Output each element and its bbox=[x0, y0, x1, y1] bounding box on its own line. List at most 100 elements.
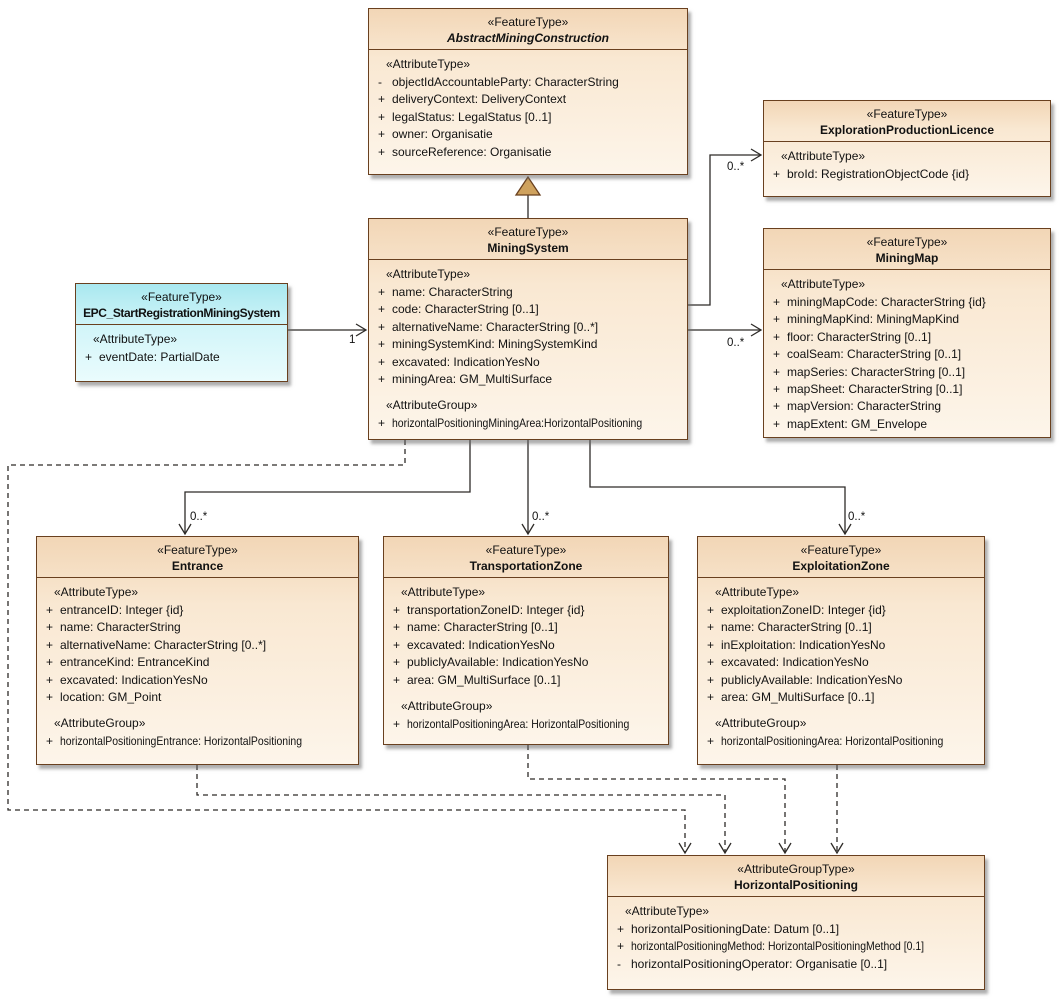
attribute-row: +horizontalPositioningArea: HorizontalPo… bbox=[700, 733, 982, 750]
attribute-row: -objectIdAccountableParty: CharacterStri… bbox=[371, 74, 685, 91]
multiplicity-entrance: 0..* bbox=[190, 511, 208, 523]
attribute-text: horizontalPositioningDate: Datum [0..1] bbox=[631, 922, 840, 936]
class-name: HorizontalPositioning bbox=[734, 878, 858, 892]
attribute-row: +publiclyAvailable: IndicationYesNo bbox=[386, 654, 666, 671]
attribute-visibility: + bbox=[378, 109, 386, 124]
attribute-text: alternativeName: CharacterString [0..*] bbox=[60, 637, 267, 652]
class-stereotype: «FeatureType» bbox=[487, 15, 569, 29]
class-attributes: «AttributeType» +name: CharacterString +… bbox=[369, 260, 687, 435]
class-stereotype: «FeatureType» bbox=[866, 235, 948, 249]
attribute-section-header: «AttributeType» bbox=[781, 149, 866, 163]
attribute-visibility: + bbox=[393, 672, 401, 687]
attribute-text: area: GM_MultiSurface [0..1] bbox=[407, 672, 561, 687]
attribute-text: horizontalPositioningArea: HorizontalPos… bbox=[407, 717, 630, 732]
attribute-visibility: + bbox=[46, 637, 54, 652]
attribute-visibility: + bbox=[393, 637, 401, 652]
class-entrance[interactable]: «FeatureType» Entrance «AttributeType» +… bbox=[36, 536, 359, 765]
attribute-row: +mapVersion: CharacterString bbox=[766, 398, 1048, 415]
attribute-row: +mapSeries: CharacterString [0..1] bbox=[766, 364, 1048, 381]
attribute-row: +floor: CharacterString [0..1] bbox=[766, 329, 1048, 346]
association-entrance-line bbox=[184, 440, 471, 534]
class-attributes: «AttributeType» +broId: RegistrationObje… bbox=[764, 142, 1050, 185]
attribute-visibility: + bbox=[773, 382, 781, 397]
attribute-row: +miningArea: GM_MultiSurface bbox=[371, 371, 685, 388]
attribute-visibility: - bbox=[617, 956, 621, 971]
attribute-text: mapExtent: GM_Envelope bbox=[787, 416, 928, 431]
class-attributes: «AttributeType» +eventDate: PartialDate bbox=[76, 325, 287, 368]
attribute-row: +miningMapCode: CharacterString {id} bbox=[766, 294, 1048, 311]
class-header: «FeatureType» MiningMap bbox=[764, 229, 1050, 270]
attribute-visibility: + bbox=[773, 347, 781, 362]
class-epc-start-registration-mining-system[interactable]: «FeatureType» EPC_StartRegistrationMinin… bbox=[75, 283, 288, 382]
generalization-arrowhead bbox=[514, 175, 542, 196]
class-header: «FeatureType» TransportationZone bbox=[384, 537, 668, 578]
attribute-text: excavated: IndicationYesNo bbox=[60, 672, 208, 687]
attribute-row: +name: CharacterString [0..1] bbox=[700, 619, 982, 636]
attribute-visibility: + bbox=[46, 655, 54, 670]
attribute-row: +excavated: IndicationYesNo bbox=[39, 672, 356, 689]
attribute-text: owner: Organisatie bbox=[392, 127, 493, 142]
attribute-row: +excavated: IndicationYesNo bbox=[386, 637, 666, 654]
attribute-visibility: + bbox=[617, 939, 625, 954]
attribute-text: entranceKind: EntranceKind bbox=[60, 655, 210, 670]
class-header: «FeatureType» Entrance bbox=[37, 537, 358, 578]
attribute-text: transportationZoneID: Integer {id} bbox=[407, 603, 585, 617]
attribute-visibility: + bbox=[773, 312, 781, 327]
class-horizontal-positioning[interactable]: «AttributeGroupType» HorizontalPositioni… bbox=[607, 855, 985, 990]
class-mining-map[interactable]: «FeatureType» MiningMap «AttributeType» … bbox=[763, 228, 1051, 438]
class-header: «FeatureType» MiningSystem bbox=[369, 219, 687, 260]
attribute-row: +inExploitation: IndicationYesNo bbox=[700, 637, 982, 654]
multiplicity-licence: 0..* bbox=[727, 161, 745, 173]
attribute-row: + area: GM_MultiSurface [0..1] bbox=[386, 672, 666, 689]
attribute-visibility: + bbox=[773, 416, 781, 431]
class-attributes: «AttributeType» + horizontalPositioningDa… bbox=[608, 897, 984, 975]
attribute-text: mapSheet: CharacterString [0..1] bbox=[787, 382, 963, 397]
attribute-visibility: + bbox=[707, 637, 715, 652]
attribute-section-header: «AttributeType» bbox=[625, 904, 710, 918]
class-header: «FeatureType» ExplorationProductionLicen… bbox=[764, 101, 1050, 142]
class-attributes: «AttributeType» +transportationZoneID: I… bbox=[384, 578, 668, 735]
class-transportation-zone[interactable]: «FeatureType» TransportationZone «Attrib… bbox=[383, 536, 669, 745]
attribute-visibility: + bbox=[393, 620, 401, 635]
association-epc-arrowhead bbox=[355, 323, 368, 337]
attributegroup-section-header: «AttributeGroup» bbox=[715, 716, 807, 731]
attribute-row: + horizontalPositioningMethod: Horizontal… bbox=[610, 938, 982, 955]
attribute-visibility: + bbox=[85, 350, 93, 364]
attribute-section-header: «AttributeType» bbox=[54, 585, 139, 599]
attribute-row: + entranceKind: EntranceKind bbox=[39, 654, 356, 671]
attribute-row: + mapSheet: CharacterString [0..1] bbox=[766, 381, 1048, 398]
attribute-row: +code: CharacterString [0..1] bbox=[371, 301, 685, 318]
class-name: MiningMap bbox=[875, 251, 939, 265]
attribute-text: alternativeName: CharacterString [0..*] bbox=[392, 319, 599, 334]
attribute-text: sourceReference: Organisatie bbox=[392, 144, 552, 159]
dependency-transportationzone-horizontalpositioning-line bbox=[527, 745, 786, 852]
class-mining-system[interactable]: «FeatureType» MiningSystem «AttributeTyp… bbox=[368, 218, 688, 440]
attribute-visibility: + bbox=[773, 167, 781, 181]
attribute-row: +excavated: IndicationYesNo bbox=[371, 354, 685, 371]
attribute-row: +location: GM_Point bbox=[39, 689, 356, 706]
attribute-visibility: + bbox=[378, 354, 386, 369]
attribute-visibility: + bbox=[393, 603, 401, 617]
class-name: ExplorationProductionLicence bbox=[819, 123, 995, 137]
attribute-text: coalSeam: CharacterString [0..1] bbox=[787, 347, 962, 362]
class-stereotype: «FeatureType» bbox=[141, 290, 222, 304]
attribute-text: horizontalPositioningOperator: Organisat… bbox=[631, 956, 888, 971]
class-exploitation-zone[interactable]: «FeatureType» ExploitationZone «Attribut… bbox=[697, 536, 985, 765]
attribute-text: horizontalPositioningMethod: HorizontalP… bbox=[631, 939, 925, 954]
attribute-visibility: + bbox=[707, 734, 715, 749]
attribute-text: miningSystemKind: MiningSystemKind bbox=[392, 337, 598, 352]
attribute-visibility: + bbox=[773, 364, 781, 379]
attribute-text: miningMapKind: MiningMapKind bbox=[787, 312, 960, 327]
attribute-row: + transportationZoneID: Integer {id} bbox=[386, 602, 666, 619]
attribute-visibility: + bbox=[617, 922, 625, 936]
association-exploitationzone-line bbox=[589, 440, 846, 534]
attribute-visibility: + bbox=[393, 717, 401, 732]
class-abstract-mining-construction[interactable]: «FeatureType» AbstractMiningConstruction… bbox=[368, 8, 688, 175]
association-licence-arrowhead bbox=[750, 148, 763, 162]
attribute-row: +miningSystemKind: MiningSystemKind bbox=[371, 336, 685, 353]
attribute-text: legalStatus: LegalStatus [0..1] bbox=[392, 109, 552, 124]
attribute-row: +broId: RegistrationObjectCode {id} bbox=[766, 166, 1048, 183]
class-exploration-production-licence[interactable]: «FeatureType» ExplorationProductionLicen… bbox=[763, 100, 1051, 197]
